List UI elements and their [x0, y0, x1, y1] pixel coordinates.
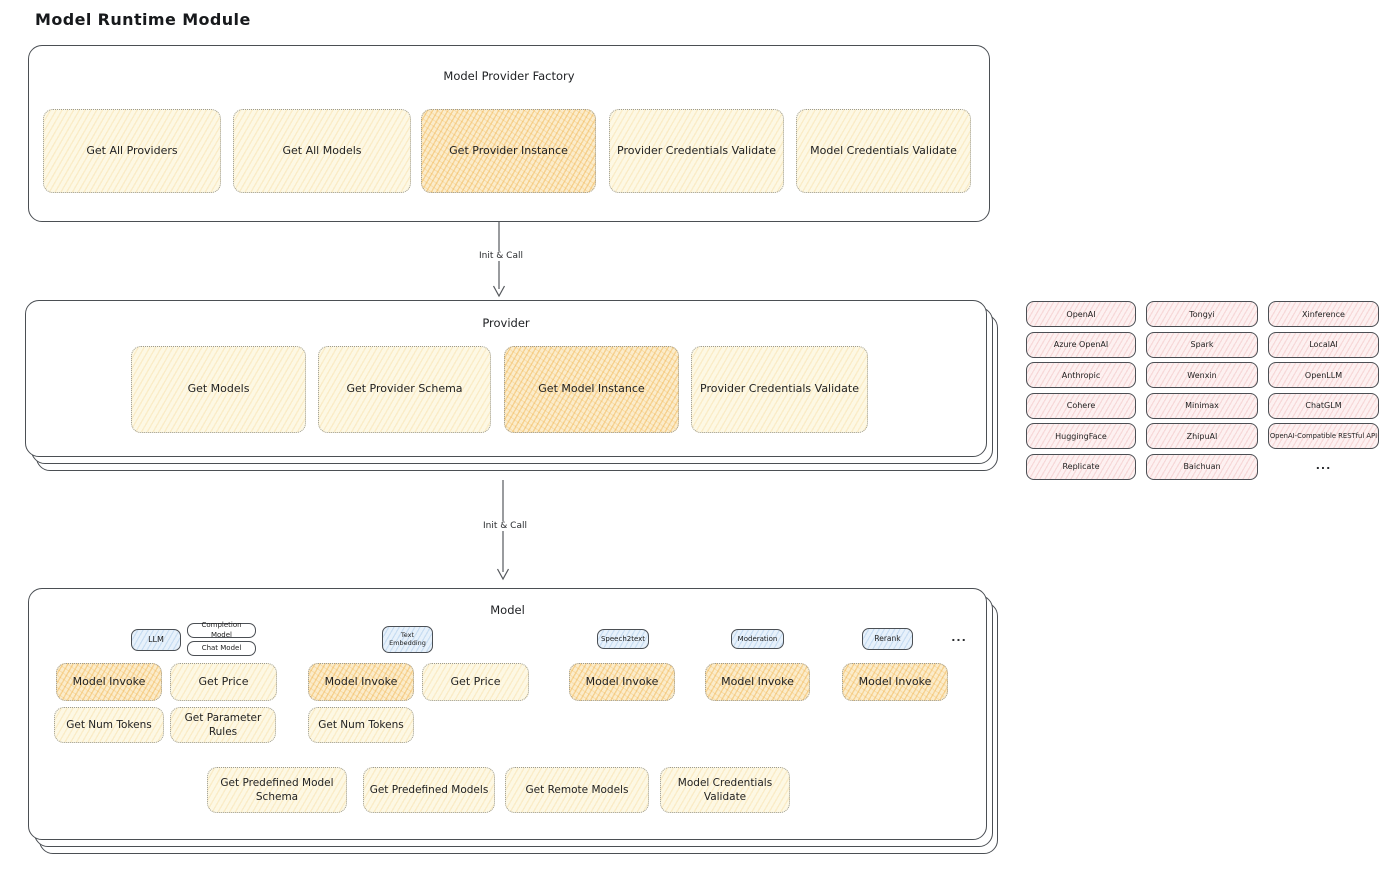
factory-panel: Model Provider Factory Get All Providers…	[28, 45, 990, 222]
provider-item: OpenAI	[1026, 301, 1136, 327]
provider-item: Cohere	[1026, 392, 1136, 419]
node-get-all-providers: Get All Providers	[43, 109, 221, 193]
node-model-invoke-rerank: Model Invoke	[842, 663, 948, 701]
node-provider-credentials-validate: Provider Credentials Validate	[609, 109, 784, 193]
factory-panel-title: Model Provider Factory	[443, 69, 575, 83]
provider-item: OpenAI-Compatible RESTful API	[1268, 423, 1379, 449]
node-model-invoke-embedding: Model Invoke	[308, 663, 414, 701]
diagram-title: Model Runtime Module	[35, 10, 251, 29]
provider-item: Baichuan	[1146, 453, 1258, 480]
node-model-credentials-validate-2: Model Credentials Validate	[660, 767, 790, 813]
node-model-invoke-speech2text: Model Invoke	[569, 663, 675, 701]
provider-panel: Provider Get Models Get Provider Schema …	[25, 300, 987, 457]
node-get-provider-instance: Get Provider Instance	[421, 109, 596, 193]
tab-llm: LLM	[131, 629, 181, 651]
provider-item: Minimax	[1146, 392, 1258, 419]
model-panel: Model LLM Completion Model Chat Model Te…	[28, 588, 987, 840]
tab-completion-model: Completion Model	[187, 621, 256, 639]
provider-item: ZhipuAI	[1146, 423, 1258, 449]
node-get-remote-models: Get Remote Models	[505, 767, 649, 813]
node-get-model-instance: Get Model Instance	[504, 346, 679, 433]
tab-rerank: Rerank	[862, 628, 913, 650]
node-get-models: Get Models	[131, 346, 306, 433]
tab-speech2text: Speech2text	[597, 629, 649, 649]
provider-item: HuggingFace	[1026, 423, 1136, 449]
provider-item: ChatGLM	[1268, 392, 1379, 419]
node-model-credentials-validate: Model Credentials Validate	[796, 109, 971, 193]
init-call-label-1: Init & Call	[459, 251, 543, 261]
node-get-num-tokens-llm: Get Num Tokens	[54, 707, 164, 743]
provider-item: Spark	[1146, 331, 1258, 358]
node-get-predefined-models: Get Predefined Models	[363, 767, 495, 813]
provider-item: Anthropic	[1026, 362, 1136, 388]
init-call-label-2: Init & Call	[463, 521, 547, 531]
provider-item: Replicate	[1026, 453, 1136, 480]
provider-grid: OpenAI Tongyi Xinference Azure OpenAI Sp…	[1026, 301, 1379, 480]
provider-grid-more: ...	[1315, 459, 1332, 472]
node-get-price-llm: Get Price	[170, 663, 277, 701]
model-panel-title: Model	[490, 603, 525, 617]
node-model-invoke-llm: Model Invoke	[56, 663, 162, 701]
tab-moderation: Moderation	[731, 629, 784, 649]
node-get-parameter-rules: Get Parameter Rules	[170, 707, 276, 743]
provider-item: Xinference	[1268, 301, 1379, 327]
provider-item: LocalAI	[1268, 331, 1379, 358]
node-model-invoke-moderation: Model Invoke	[705, 663, 810, 701]
provider-item: OpenLLM	[1268, 362, 1379, 388]
node-get-price-embedding: Get Price	[422, 663, 529, 701]
provider-item: Azure OpenAI	[1026, 331, 1136, 358]
node-get-all-models: Get All Models	[233, 109, 411, 193]
tab-chat-model: Chat Model	[187, 641, 256, 656]
node-get-predefined-model-schema: Get Predefined Model Schema	[207, 767, 347, 813]
model-tabs-more: ...	[951, 631, 967, 644]
tab-text-embedding: Text Embedding	[382, 626, 433, 653]
provider-panel-title: Provider	[482, 316, 530, 330]
provider-item: Wenxin	[1146, 362, 1258, 388]
provider-item: Tongyi	[1146, 301, 1258, 327]
node-provider-credentials-validate-2: Provider Credentials Validate	[691, 346, 868, 433]
node-get-num-tokens-embedding: Get Num Tokens	[308, 707, 414, 743]
node-get-provider-schema: Get Provider Schema	[318, 346, 491, 433]
